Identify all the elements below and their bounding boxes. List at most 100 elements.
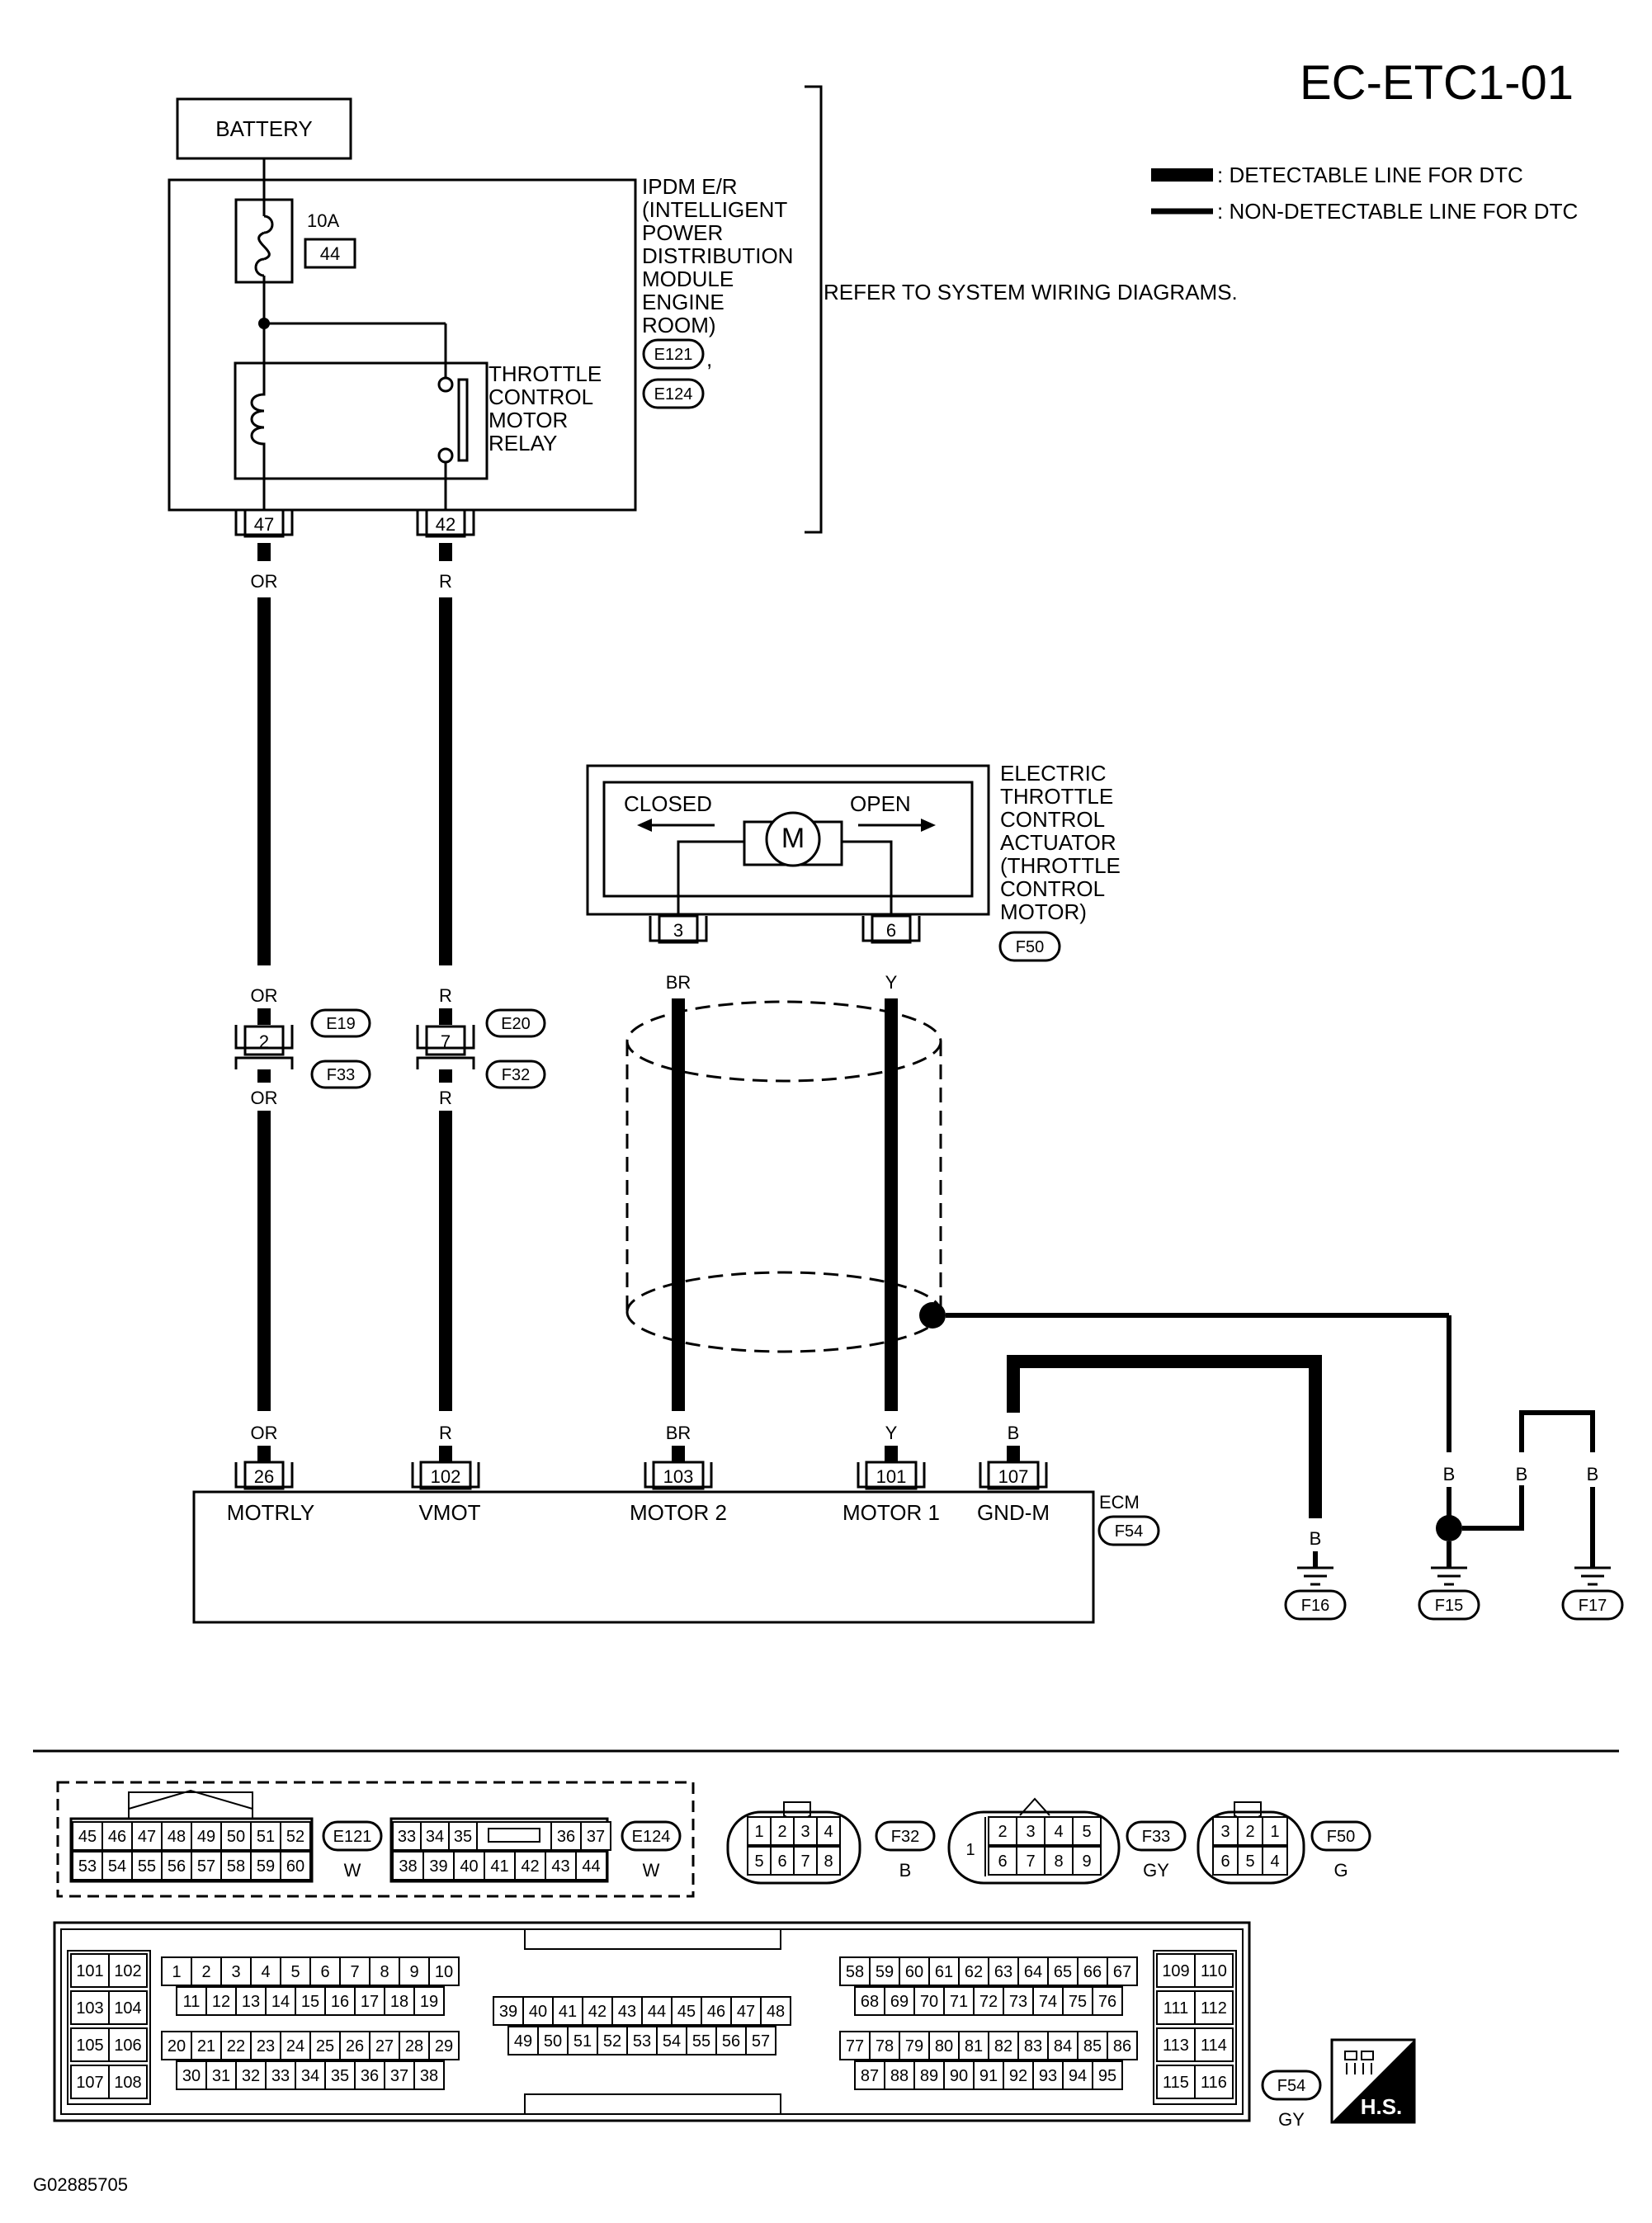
e121-pin-54: 54	[108, 1857, 126, 1876]
actuator-label-4: ACTUATOR	[1000, 830, 1116, 855]
wire-color-or-2: OR	[251, 985, 278, 1006]
f54-pin-17: 17	[361, 1993, 379, 2011]
f33-pin-7: 7	[1026, 1852, 1035, 1871]
ipdm-pin-42: 42	[416, 508, 475, 538]
f54-pin-56: 56	[722, 2032, 740, 2051]
relay-label-1: THROTTLE	[489, 361, 602, 386]
e121-pin-60: 60	[286, 1857, 304, 1876]
f50-pin-5: 5	[1245, 1852, 1254, 1871]
wire-color-y-1: Y	[885, 972, 898, 993]
f54-pin-113: 113	[1163, 2037, 1189, 2055]
f33-pin-4: 4	[1054, 1823, 1063, 1841]
f54-pin-20: 20	[168, 2037, 186, 2055]
f33-pin-2: 2	[998, 1823, 1007, 1841]
hs-badge-icon: H.S.	[1330, 2038, 1416, 2124]
actuator-label-6: CONTROL	[1000, 876, 1105, 901]
f54-pin-74: 74	[1039, 1993, 1057, 2011]
e121-pin-50: 50	[227, 1828, 245, 1846]
f32-pin-8: 8	[824, 1852, 833, 1871]
f54-pin-87: 87	[861, 2067, 879, 2085]
f54-pin-7: 7	[350, 1963, 359, 1981]
f54-pin-14: 14	[271, 1993, 290, 2011]
ipdm-comma: ,	[706, 347, 712, 371]
ipdm-label-5: MODULE	[642, 267, 734, 291]
f54-pin-75: 75	[1069, 1993, 1087, 2011]
f54-pin-105: 105	[76, 2037, 103, 2055]
e121-pin-52: 52	[286, 1828, 304, 1846]
joint-connector-2: 2 E19 F33	[234, 1008, 371, 1089]
actuator-label-5: (THROTTLE	[1000, 853, 1121, 878]
f54-pin-85: 85	[1083, 2037, 1102, 2055]
f54-pin-1: 1	[172, 1963, 181, 1981]
battery: BATTERY	[176, 97, 352, 160]
f54-pin-86: 86	[1113, 2037, 1131, 2055]
f54-pin-67: 67	[1113, 1963, 1131, 1981]
e124-pin-39: 39	[429, 1857, 447, 1876]
f32-id: F32	[891, 1828, 919, 1846]
ecm-pin-107: 107	[979, 1461, 1048, 1490]
actuator-closed: CLOSED	[624, 791, 712, 816]
ecm-pin-102: 102	[411, 1461, 480, 1490]
f33-pin-5: 5	[1082, 1823, 1091, 1841]
wire-color-b-gnd: B	[1008, 1423, 1020, 1443]
e121-pin-59: 59	[257, 1857, 275, 1876]
f54-pin-23: 23	[257, 2037, 275, 2055]
f32-pin-5: 5	[754, 1852, 763, 1871]
svg-text:26: 26	[254, 1466, 274, 1487]
f33-id: F33	[1142, 1828, 1170, 1846]
f54-pin-22: 22	[227, 2037, 245, 2055]
ipdm-label-2: (INTELLIGENT	[642, 197, 787, 222]
f32-pin-2: 2	[777, 1823, 786, 1841]
ground-f16: F16	[1284, 1566, 1347, 1621]
f54-pin-24: 24	[286, 2037, 304, 2055]
f54-pin-116: 116	[1201, 2074, 1227, 2092]
wire-color-r-3: R	[439, 1088, 452, 1108]
f54-pin-61: 61	[935, 1963, 953, 1981]
f54-pin-5: 5	[290, 1963, 300, 1981]
f54-pin-51: 51	[573, 2032, 592, 2051]
f54-pin-50: 50	[544, 2032, 562, 2051]
f54-pin-101: 101	[76, 1962, 103, 1980]
f54-pin-65: 65	[1054, 1963, 1072, 1981]
f54-id: F54	[1277, 2077, 1305, 2095]
f54-pin-95: 95	[1098, 2067, 1116, 2085]
connector-f32: F32	[502, 1066, 530, 1084]
wire-color-y-2: Y	[885, 1423, 898, 1443]
motor-label: M	[781, 823, 805, 854]
f54-pin-60: 60	[905, 1963, 923, 1981]
ecm-name: ECM	[1099, 1492, 1140, 1513]
f54-pin-31: 31	[212, 2067, 230, 2085]
fuse-number: 44	[320, 243, 340, 264]
svg-text:F15: F15	[1435, 1597, 1463, 1615]
f54-pin-15: 15	[301, 1993, 319, 2011]
e124-pin-44: 44	[582, 1857, 600, 1876]
f50-color: G	[1333, 1860, 1348, 1881]
e121-pin-51: 51	[257, 1828, 275, 1846]
ecm-pin-101: 101	[857, 1461, 926, 1490]
wire-color-r-4: R	[439, 1423, 452, 1443]
ipdm-connector-e121: E121	[654, 346, 693, 364]
f54-pin-53: 53	[633, 2032, 651, 2051]
ipdm-label-7: ROOM)	[642, 313, 716, 337]
e121-pin-53: 53	[78, 1857, 97, 1876]
wire-color-or-1: OR	[251, 571, 278, 592]
f54-color: GY	[1278, 2109, 1305, 2130]
ipdm-er: 10A 44 THROTTLE CONTROL MOTOR RELAY	[168, 178, 637, 512]
legend-detectable: : DETECTABLE LINE FOR DTC	[1217, 163, 1523, 187]
e121-pin-57: 57	[197, 1857, 215, 1876]
ecm-label-motrly: MOTRLY	[227, 1500, 314, 1525]
f54-pin-64: 64	[1024, 1963, 1042, 1981]
ecm: MOTRLY VMOT MOTOR 2 MOTOR 1 GND-M	[192, 1490, 1095, 1624]
f54-pin-62: 62	[965, 1963, 983, 1981]
f54-pin-41: 41	[559, 2003, 577, 2021]
f54-pin-71: 71	[950, 1993, 968, 2011]
f32-pin-4: 4	[824, 1823, 833, 1841]
svg-text:42: 42	[436, 514, 455, 535]
f54-pin-52: 52	[603, 2032, 621, 2051]
f50-pin-1: 1	[1270, 1823, 1279, 1841]
